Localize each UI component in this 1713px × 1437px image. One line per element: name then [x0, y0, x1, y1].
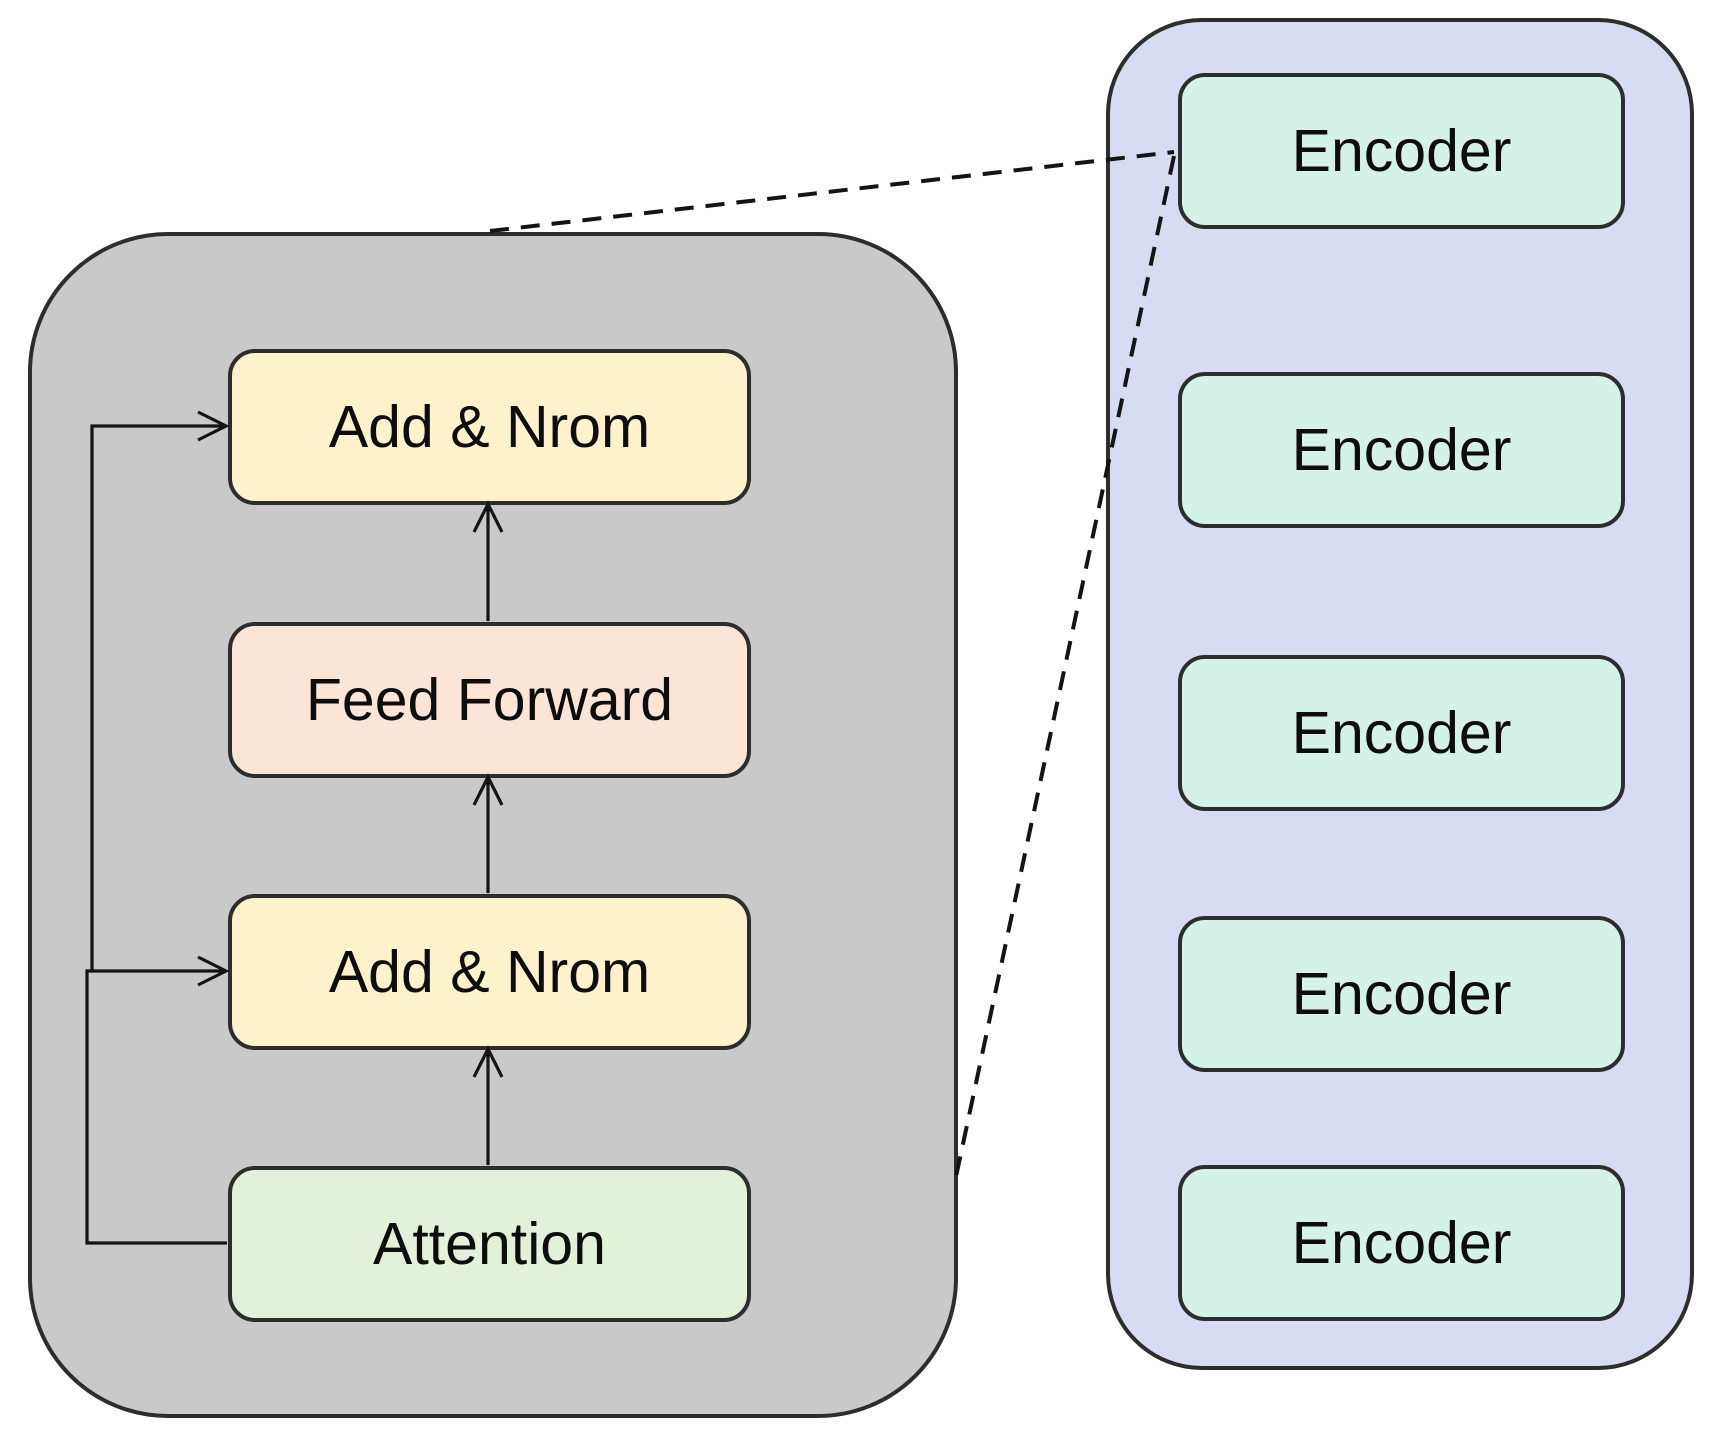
add-norm-block-bottom: Add & Nrom — [228, 894, 751, 1050]
attention-block: Attention — [228, 1166, 751, 1322]
block-label: Encoder — [1291, 700, 1512, 766]
block-label: Attention — [373, 1211, 606, 1277]
block-label: Encoder — [1291, 118, 1512, 184]
block-label: Encoder — [1291, 1210, 1512, 1276]
zoom-guide-line-top — [489, 150, 1175, 233]
encoder-block-3: Encoder — [1178, 655, 1625, 811]
block-label: Add & Nrom — [328, 394, 651, 460]
encoder-stack-panel: Encoder Encoder Encoder Encoder Encoder — [1106, 18, 1694, 1370]
block-label: Feed Forward — [305, 667, 674, 733]
encoder-block-2: Encoder — [1178, 372, 1625, 528]
add-norm-block-top: Add & Nrom — [228, 349, 751, 505]
encoder-detail-panel: Add & Nrom Feed Forward Add & Nrom Atten… — [28, 232, 958, 1418]
block-label: Encoder — [1291, 961, 1512, 1027]
encoder-block-4: Encoder — [1178, 916, 1625, 1072]
block-label: Encoder — [1291, 417, 1512, 483]
encoder-block-5: Encoder — [1178, 1165, 1625, 1321]
encoder-block-1: Encoder — [1178, 73, 1625, 229]
block-label: Add & Nrom — [328, 939, 651, 1005]
feed-forward-block: Feed Forward — [228, 622, 751, 778]
